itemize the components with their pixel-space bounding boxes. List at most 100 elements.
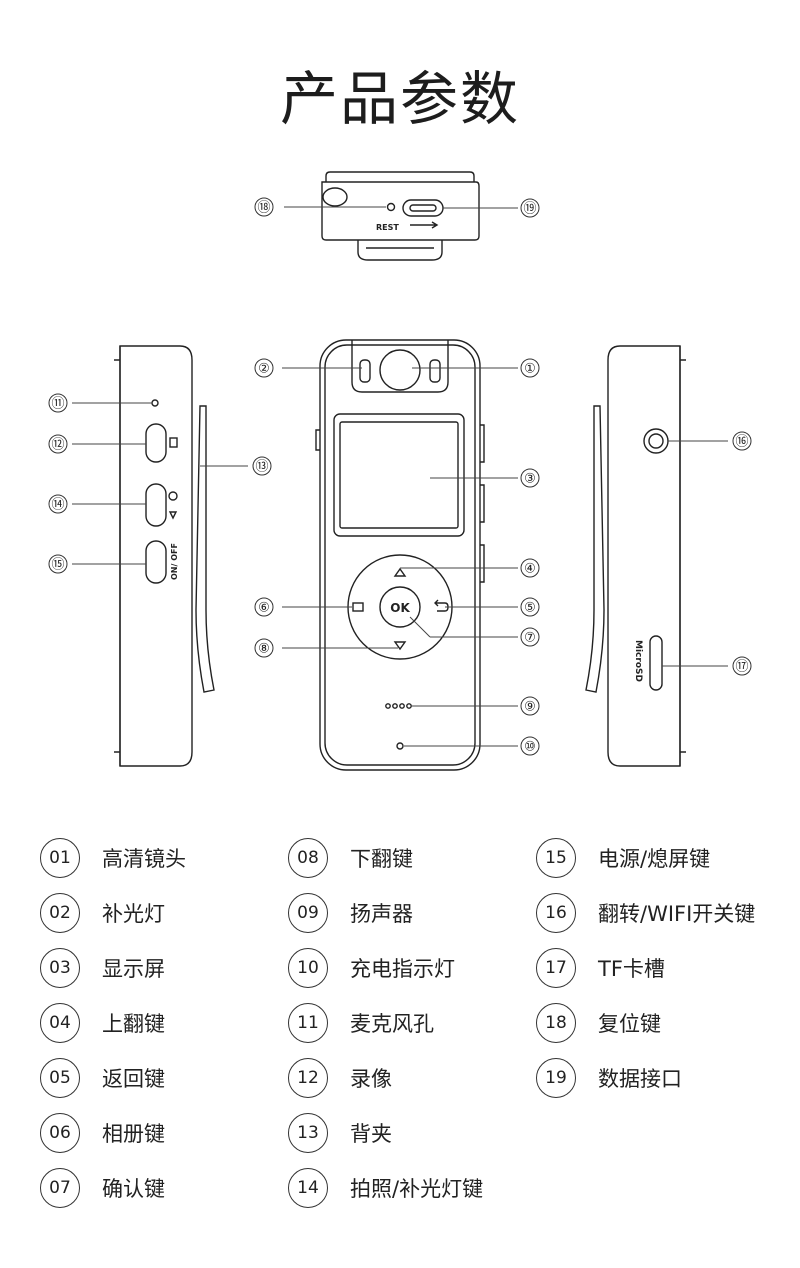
legend-item: 02 补光灯 [40,893,165,933]
legend-item: 05 返回键 [40,1058,165,1098]
callout-17: ⑰ [732,656,752,676]
legend-item: 14 拍照/补光灯键 [288,1168,483,1208]
callouts: ⑱ ⑲ ① ② ③ ④ ⑤ ⑥ ⑦ ⑧ ⑨ ⑩ ⑪ ⑫ ⑬ ⑭ ⑮ ⑯ ⑰ [48,197,752,756]
callout-18: ⑱ [254,197,274,217]
reset-hole[interactable] [386,202,396,212]
fill-light-right [429,359,441,383]
svg-text:⑫: ⑫ [51,438,64,453]
device-diagram: REST ON/ OFF [48,171,752,771]
legend-label: 背夹 [350,1122,392,1146]
page-title: 产品参数 [279,65,520,133]
on-off-label: ON/ OFF [170,543,179,580]
callout-11: ⑪ [48,393,68,413]
fill-light-left [359,359,371,383]
legend-label: 扬声器 [350,902,413,926]
legend-label: 相册键 [102,1122,165,1146]
legend-item: 07 确认键 [40,1168,165,1208]
svg-text:⑰: ⑰ [735,660,748,675]
svg-text:⑨: ⑨ [524,700,536,715]
parts-legend: 01 高清镜头 02 补光灯 03 显示屏 04 上翻键 05 返回键 06 相… [0,838,800,1238]
ok-button[interactable] [379,586,421,628]
legend-item: 15 电源/熄屏键 [536,838,710,878]
legend-label: 拍照/补光灯键 [350,1177,484,1201]
photo-button[interactable] [145,483,167,527]
svg-text:⑪: ⑪ [51,397,64,412]
power-button[interactable] [145,540,167,584]
legend-item: 17 TF卡槽 [536,948,665,988]
legend-label: 确认键 [102,1177,165,1201]
legend-label: 充电指示灯 [350,957,455,981]
album-button[interactable] [352,602,364,612]
callout-2: ② [254,358,274,378]
leader-lines [72,206,728,747]
legend-number: 02 [40,893,80,933]
callout-1: ① [520,358,540,378]
legend-number: 11 [288,1003,328,1043]
left-side-view [114,345,215,767]
charge-led [396,742,404,750]
legend-label: 数据接口 [598,1067,682,1091]
svg-text:⑩: ⑩ [524,740,536,755]
legend-item: 13 背夹 [288,1113,392,1153]
callout-14: ⑭ [48,494,68,514]
top-view [321,171,480,261]
back-button[interactable] [434,599,449,612]
callout-15: ⑮ [48,554,68,574]
down-button[interactable] [393,641,407,651]
legend-label: 显示屏 [102,957,165,981]
callout-3: ③ [520,468,540,488]
legend-label: TF卡槽 [598,957,665,981]
legend-label: 补光灯 [102,902,165,926]
callout-9: ⑨ [520,696,540,716]
legend-number: 08 [288,838,328,878]
right-side-view [585,345,686,767]
legend-number: 18 [536,1003,576,1043]
legend-item: 18 复位键 [536,1003,661,1043]
callout-16: ⑯ [732,431,752,451]
up-button[interactable] [393,567,407,577]
legend-label: 电源/熄屏键 [598,847,711,871]
svg-text:⑤: ⑤ [524,601,536,616]
legend-item: 01 高清镜头 [40,838,186,878]
microsd-label: MicroSD [633,640,643,682]
legend-number: 12 [288,1058,328,1098]
legend-label: 高清镜头 [102,847,186,871]
legend-number: 13 [288,1113,328,1153]
legend-label: 返回键 [102,1067,165,1091]
svg-text:③: ③ [524,472,536,487]
legend-item: 10 充电指示灯 [288,948,455,988]
legend-number: 04 [40,1003,80,1043]
legend-number: 19 [536,1058,576,1098]
legend-item: 16 翻转/WIFI开关键 [536,893,755,933]
callout-13: ⑬ [252,456,272,476]
legend-label: 翻转/WIFI开关键 [598,902,756,926]
callout-10: ⑩ [520,736,540,756]
flip-wifi-button[interactable] [643,428,669,454]
tf-card-slot[interactable] [649,635,663,691]
svg-text:②: ② [258,362,270,377]
svg-text:⑬: ⑬ [255,460,268,475]
legend-number: 07 [40,1168,80,1208]
ok-label: OK [390,601,410,615]
svg-text:④: ④ [524,562,536,577]
legend-number: 06 [40,1113,80,1153]
svg-text:⑱: ⑱ [257,201,270,216]
legend-number: 01 [40,838,80,878]
usb-port[interactable] [402,199,444,217]
svg-text:⑯: ⑯ [735,435,748,450]
callout-7: ⑦ [520,627,540,647]
legend-label: 录像 [350,1067,392,1091]
legend-item: 06 相册键 [40,1113,165,1153]
screen [333,413,465,537]
legend-number: 16 [536,893,576,933]
legend-number: 10 [288,948,328,988]
lens [379,349,421,391]
legend-number: 14 [288,1168,328,1208]
legend-label: 下翻键 [350,847,413,871]
svg-text:⑦: ⑦ [524,631,536,646]
legend-item: 19 数据接口 [536,1058,682,1098]
svg-text:⑲: ⑲ [523,202,536,217]
legend-number: 09 [288,893,328,933]
record-button[interactable] [145,423,167,463]
legend-label: 复位键 [598,1012,661,1036]
